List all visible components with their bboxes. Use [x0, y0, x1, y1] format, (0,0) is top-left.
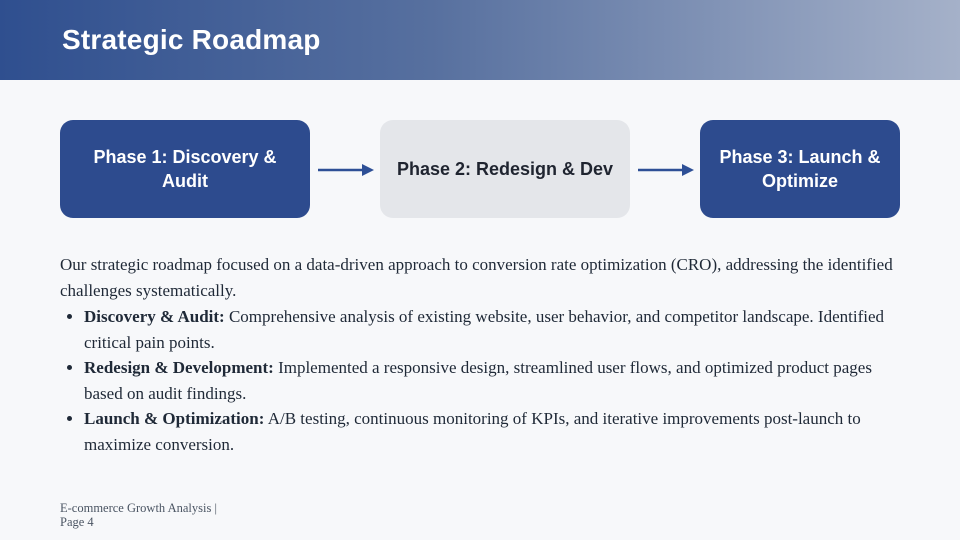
- page-title: Strategic Roadmap: [62, 24, 321, 55]
- phase-box-label: Phase 3: Launch & Optimize: [719, 146, 881, 191]
- slide-header: Strategic Roadmap: [0, 0, 960, 80]
- bullet-lead: Discovery & Audit:: [84, 307, 225, 326]
- slide-footer: E-commerce Growth Analysis | Page 4: [60, 501, 217, 529]
- phase-box-launch: Phase 3: Launch & Optimize: [700, 120, 900, 218]
- phase-box-label: Phase 2: Redesign & Dev: [396, 158, 614, 179]
- flow-arrow-icon: [318, 164, 374, 176]
- flow-arrow-icon: [638, 164, 694, 176]
- body-copy: Our strategic roadmap focused on a data-…: [60, 252, 900, 457]
- bullet-lead: Redesign & Development:: [84, 358, 274, 377]
- phase-box-redesign: Phase 2: Redesign & Dev: [380, 120, 630, 218]
- footer-doc-title: E-commerce Growth Analysis |: [60, 501, 217, 515]
- phase-box-discovery: Phase 1: Discovery & Audit: [60, 120, 310, 218]
- phase-box-label: Phase 1: Discovery & Audit: [93, 146, 277, 191]
- intro-paragraph: Our strategic roadmap focused on a data-…: [60, 255, 893, 300]
- bullet-text: Implemented a responsive design, streaml…: [84, 358, 872, 403]
- list-item: Discovery & Audit: Comprehensive analysi…: [84, 304, 900, 355]
- bullet-text: Comprehensive analysis of existing websi…: [84, 307, 885, 352]
- bullet-text: A/B testing, continuous monitoring of KP…: [84, 409, 861, 454]
- bullet-list: Discovery & Audit: Comprehensive analysi…: [60, 304, 900, 457]
- footer-page-number: Page 4: [60, 515, 94, 529]
- bullet-lead: Launch & Optimization:: [84, 409, 265, 428]
- list-item: Launch & Optimization: A/B testing, cont…: [84, 406, 900, 457]
- list-item: Redesign & Development: Implemented a re…: [84, 355, 900, 406]
